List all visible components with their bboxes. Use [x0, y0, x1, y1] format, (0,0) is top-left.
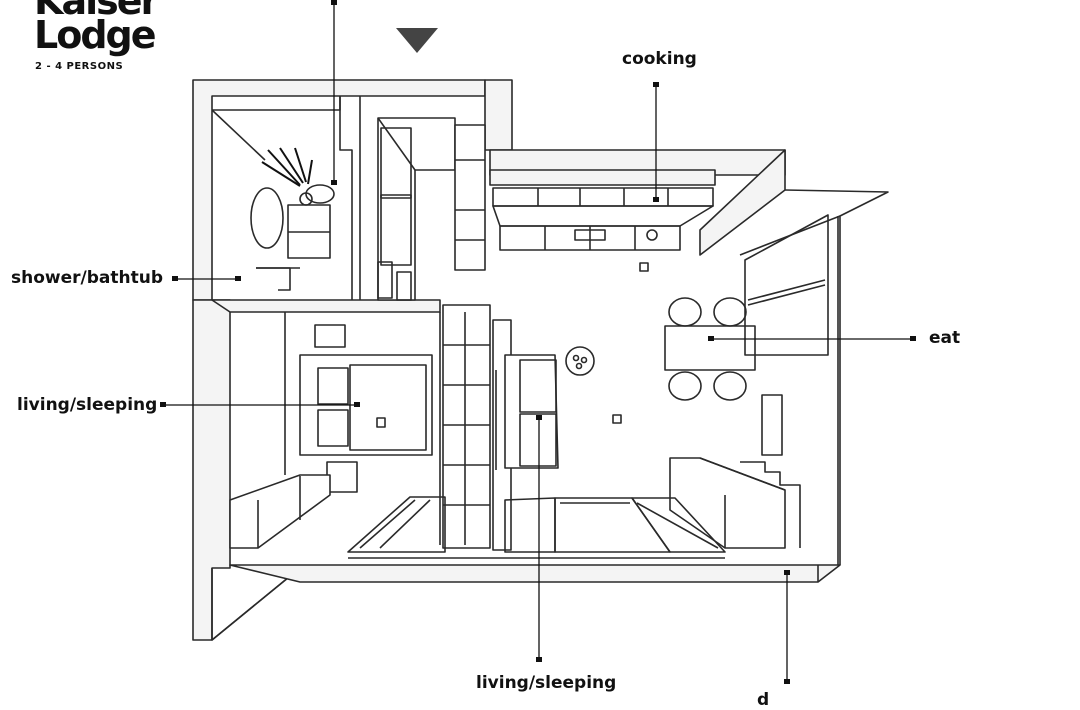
label-cooking: cooking: [622, 49, 697, 69]
window-right: [744, 214, 829, 456]
bottom-windows: [347, 496, 726, 559]
brand-title-line1: Kaiser: [34, 0, 159, 23]
annotation-leaders: [160, 0, 916, 684]
bathroom: [211, 96, 441, 313]
brand-title: Kaiser Lodge: [34, 0, 159, 57]
bedroom: [229, 312, 441, 549]
label-living-sleeping-left: living/sleeping: [17, 395, 158, 415]
shelving-partition: [442, 304, 512, 551]
bathroom-mirror: [250, 187, 284, 249]
kitchen-counter: [489, 169, 716, 251]
coffee-table: [565, 346, 595, 376]
brand-subtitle: 2 - 4 PERSONS: [35, 61, 124, 72]
entrance-marker-icon: [396, 28, 438, 53]
label-bottom-right-partial: d: [757, 690, 770, 710]
dining-set: [664, 297, 756, 401]
bench: [229, 474, 331, 549]
label-shower-bathtub: shower/bathtub: [11, 268, 163, 288]
bathroom-sink: [287, 204, 331, 259]
sofa: [495, 354, 559, 470]
label-eat: eat: [929, 328, 961, 348]
hall-cabinets: [377, 117, 486, 301]
brand-title-line2: Lodge: [34, 13, 157, 57]
label-living-sleeping-bottom: living/sleeping: [476, 673, 617, 693]
plant-icon: [261, 147, 313, 187]
outer-walls: [192, 79, 889, 641]
right-cabinet: [669, 457, 801, 549]
shower-tap-icon: [256, 267, 291, 291]
dining-table: [664, 325, 756, 371]
